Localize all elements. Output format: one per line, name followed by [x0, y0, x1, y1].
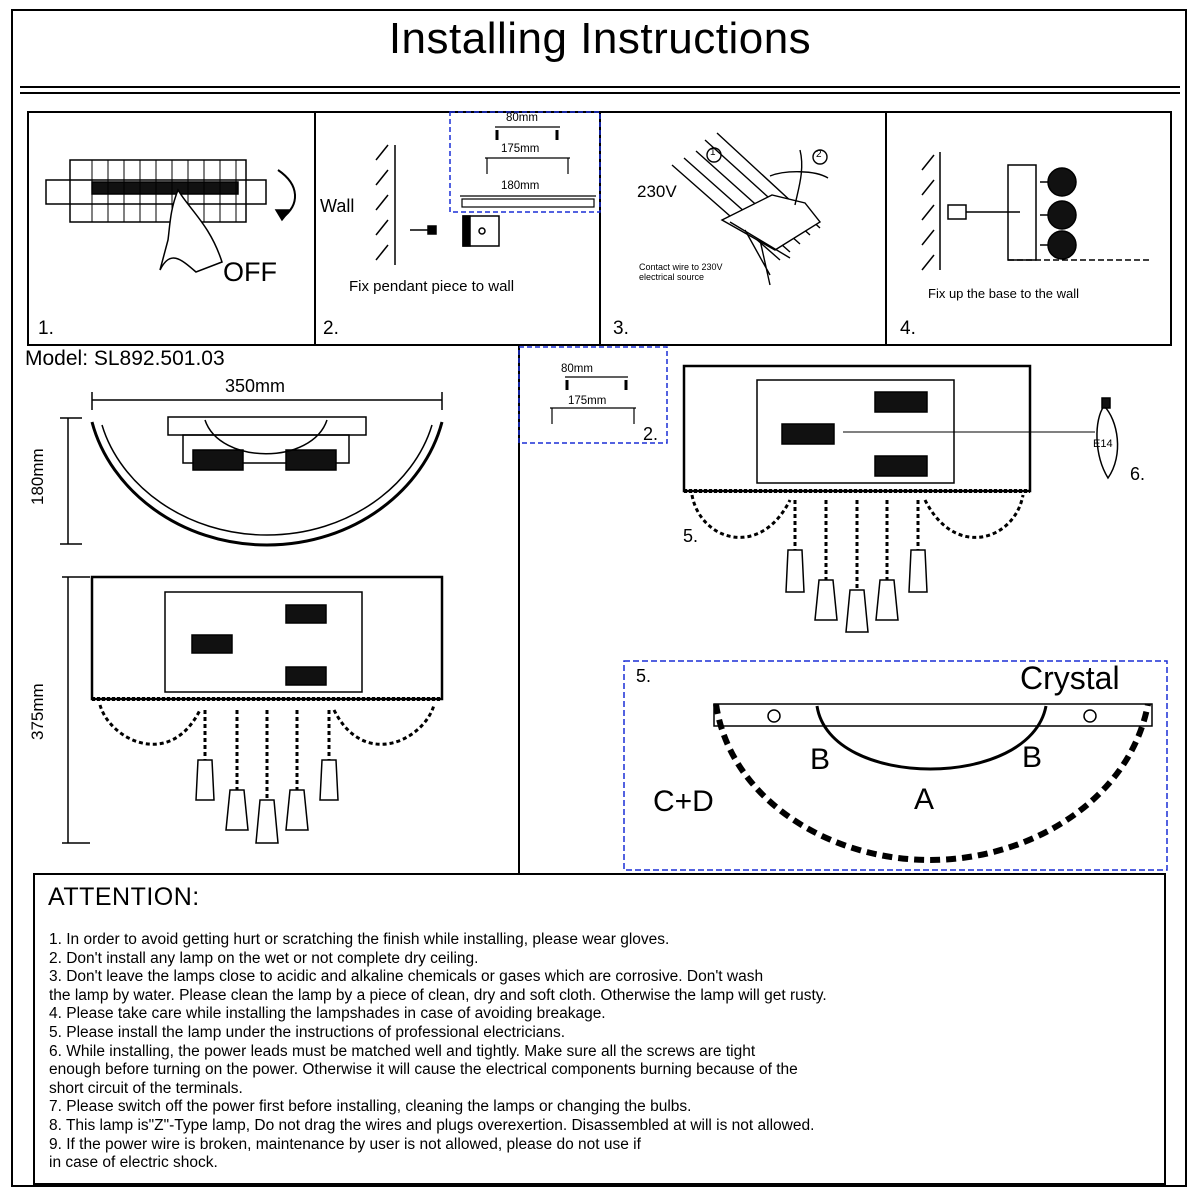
- attention-line: short circuit of the terminals.: [49, 1079, 243, 1097]
- step1-number: 1.: [38, 318, 54, 339]
- step2-number: 2.: [323, 318, 339, 339]
- wall-hatch-step2: [375, 144, 500, 265]
- attention-line: 1. In order to avoid getting hurt or scr…: [49, 931, 670, 948]
- attention-line: the lamp by water. Please clean the lamp…: [49, 986, 827, 1004]
- step3-number: 3.: [613, 318, 629, 339]
- lamp-top-view: [60, 392, 444, 547]
- detail2-number: 2.: [643, 424, 659, 444]
- dimension-depth: 180mm: [28, 448, 47, 505]
- step3-caption-line2: electrical source: [639, 272, 705, 282]
- lamp-front-view: [62, 575, 444, 844]
- attention-line: 3. Don't leave the lamps close to acidic…: [49, 968, 764, 986]
- crystal-label-b-right: B: [1022, 741, 1043, 774]
- attention-line: 8. This lamp is"Z"-Type lamp, Do not dra…: [49, 1116, 815, 1134]
- bracket-dimensions: [460, 126, 596, 208]
- step4-caption: Fix up the base to the wall: [928, 286, 1080, 301]
- crystal-label-cd: C+D: [653, 785, 714, 818]
- attention-line: in case of electric shock.: [49, 1154, 218, 1172]
- breaker-illustration: [45, 159, 296, 273]
- step2-caption: Fix pendant piece to wall: [349, 278, 515, 295]
- lamp-assembly-view: [682, 364, 1119, 633]
- model-number: Model: SL892.501.03: [25, 347, 225, 370]
- step4-number: 4.: [900, 318, 916, 339]
- step3-voltage-label: 230V: [637, 182, 677, 201]
- step1-off-label: OFF: [223, 257, 277, 287]
- attention-title: ATTENTION:: [48, 883, 200, 911]
- detail2-dimensions: [550, 376, 636, 424]
- attention-list: 1. In order to avoid getting hurt or scr…: [49, 931, 827, 1173]
- step2-dim-180: 180mm: [501, 180, 540, 192]
- detail2-dim-175: 175mm: [568, 395, 607, 407]
- attention-box: [33, 873, 1166, 1185]
- crystal-title: Crystal: [1020, 660, 1120, 696]
- crystal-label-b-left: B: [810, 743, 831, 776]
- wiring-illustration: [671, 132, 829, 286]
- attention-line: 9. If the power wire is broken, maintena…: [49, 1135, 641, 1153]
- base-illustration: [921, 152, 1150, 271]
- dimension-width: 350mm: [225, 376, 286, 396]
- step3-marker-1: 1: [710, 147, 716, 158]
- step2-dim-175: 175mm: [501, 143, 540, 155]
- step2-wall-label: Wall: [320, 196, 355, 216]
- crystal-diagram: [713, 703, 1153, 864]
- chain-step-number: 5.: [683, 526, 699, 546]
- page-title: Installing Instructions: [388, 14, 812, 63]
- step2-dim-80: 80mm: [506, 112, 538, 124]
- crystal-step-number: 5.: [636, 666, 652, 686]
- title-rule-bottom: [20, 92, 1180, 94]
- attention-line: 4. Please take care while installing the…: [49, 1005, 606, 1023]
- bracket-dimension-box: [449, 111, 601, 213]
- crystal-label-a: A: [914, 783, 935, 816]
- attention-line: 5. Please install the lamp under the ins…: [49, 1023, 566, 1041]
- attention-line: 7. Please switch off the power first bef…: [49, 1098, 692, 1116]
- crystal-detail-box: [623, 660, 1168, 871]
- detail2-dim-80: 80mm: [561, 363, 593, 375]
- step3-caption-line1: Contact wire to 230V: [639, 262, 723, 272]
- dimension-height: 375mm: [28, 683, 47, 740]
- title-rule-top: [20, 86, 1180, 88]
- attention-line: enough before turning on the power. Othe…: [49, 1061, 798, 1079]
- detail2-box: [518, 346, 668, 444]
- attention-line: 6. While installing, the power leads mus…: [49, 1042, 756, 1060]
- attention-line: 2. Don't install any lamp on the wet or …: [49, 949, 479, 967]
- bulb-type-label: E14: [1093, 438, 1113, 450]
- page-border: [11, 9, 1187, 1187]
- step3-marker-2: 2: [816, 149, 822, 160]
- bulb-step-number: 6.: [1130, 464, 1146, 484]
